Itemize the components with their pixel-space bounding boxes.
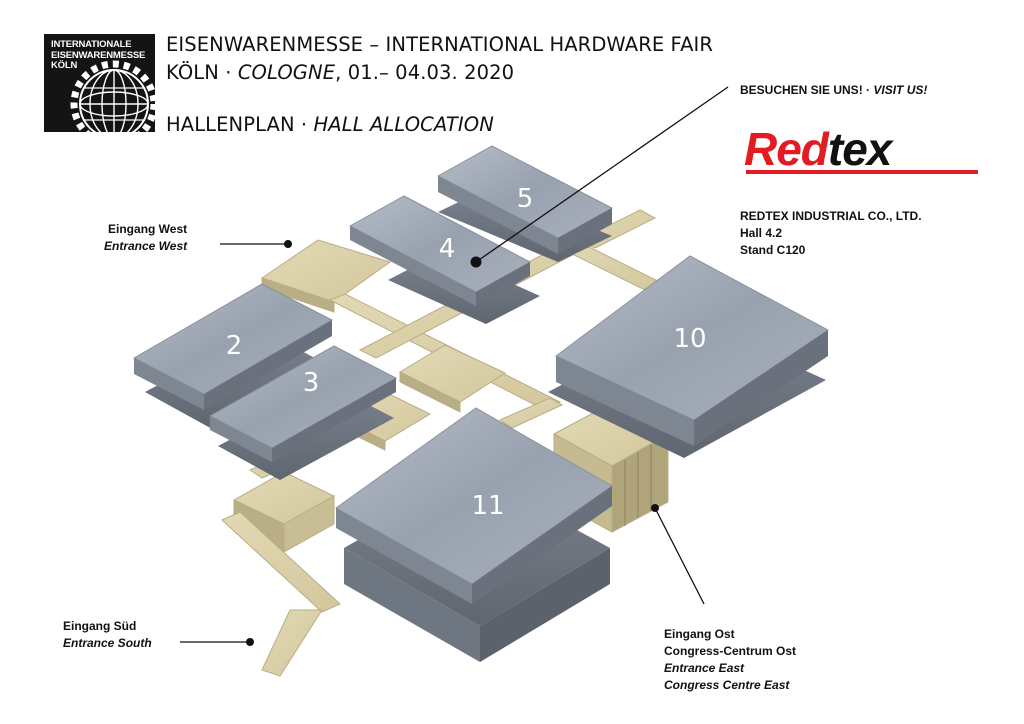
hall-number-5: 5 [517,184,534,214]
hall-2: 2 [132,283,334,430]
fair-title: EISENWARENMESSE – INTERNATIONAL HARDWARE… [166,33,714,56]
entrance-east-label: Eingang Ost Congress-Centrum Ost Entranc… [664,627,797,692]
redtex-logo: Redtex [742,126,982,176]
hall-number-3: 3 [303,368,320,398]
visit-us-label: BESUCHEN SIE UNS! · VISIT US! [740,83,928,97]
hall-5: 5 [436,145,614,262]
pointers [180,86,729,643]
path-south [221,511,341,613]
entrance-south-label: Eingang Süd Entrance South [63,619,152,650]
page-title: HALLENPLAN · HALL ALLOCATION [166,113,494,136]
messe-logo: INTERNATIONALE EISENWARENMESSE KÖLN [44,34,155,132]
south-marker-dot [246,638,254,646]
company-hall: Hall 4.2 [740,226,783,240]
hall-number-2: 2 [226,331,243,361]
company-name: REDTEX INDUSTRIAL CO., LTD. [740,209,922,223]
fair-location-dates: KÖLN · COLOGNE, 01.– 04.03. 2020 [166,61,515,84]
visit-pointer-line [475,86,729,263]
south-stairs [261,609,323,677]
hall-4: 4 [348,195,540,324]
hall-number-4: 4 [439,234,456,264]
corridor-east [498,397,564,429]
east-pointer-line [654,507,705,605]
hall-3: 3 [208,345,398,480]
company-stand: Stand C120 [740,243,806,257]
entrance-west-label: Eingang West Entrance West [104,222,188,253]
hall-10: 10 [548,255,829,458]
west-marker-dot [284,240,292,248]
hall-number-10: 10 [673,324,706,354]
hall-number-11: 11 [471,491,504,521]
company-info: REDTEX INDUSTRIAL CO., LTD. Hall 4.2 Sta… [740,208,922,259]
hall-11: 11 [335,407,613,662]
central-junction [398,344,507,403]
stand-marker-dot [470,256,482,268]
east-marker-dot [651,504,659,512]
logo-text: INTERNATIONALE EISENWARENMESSE KÖLN [51,39,146,71]
globe-gear-icon [70,60,155,132]
